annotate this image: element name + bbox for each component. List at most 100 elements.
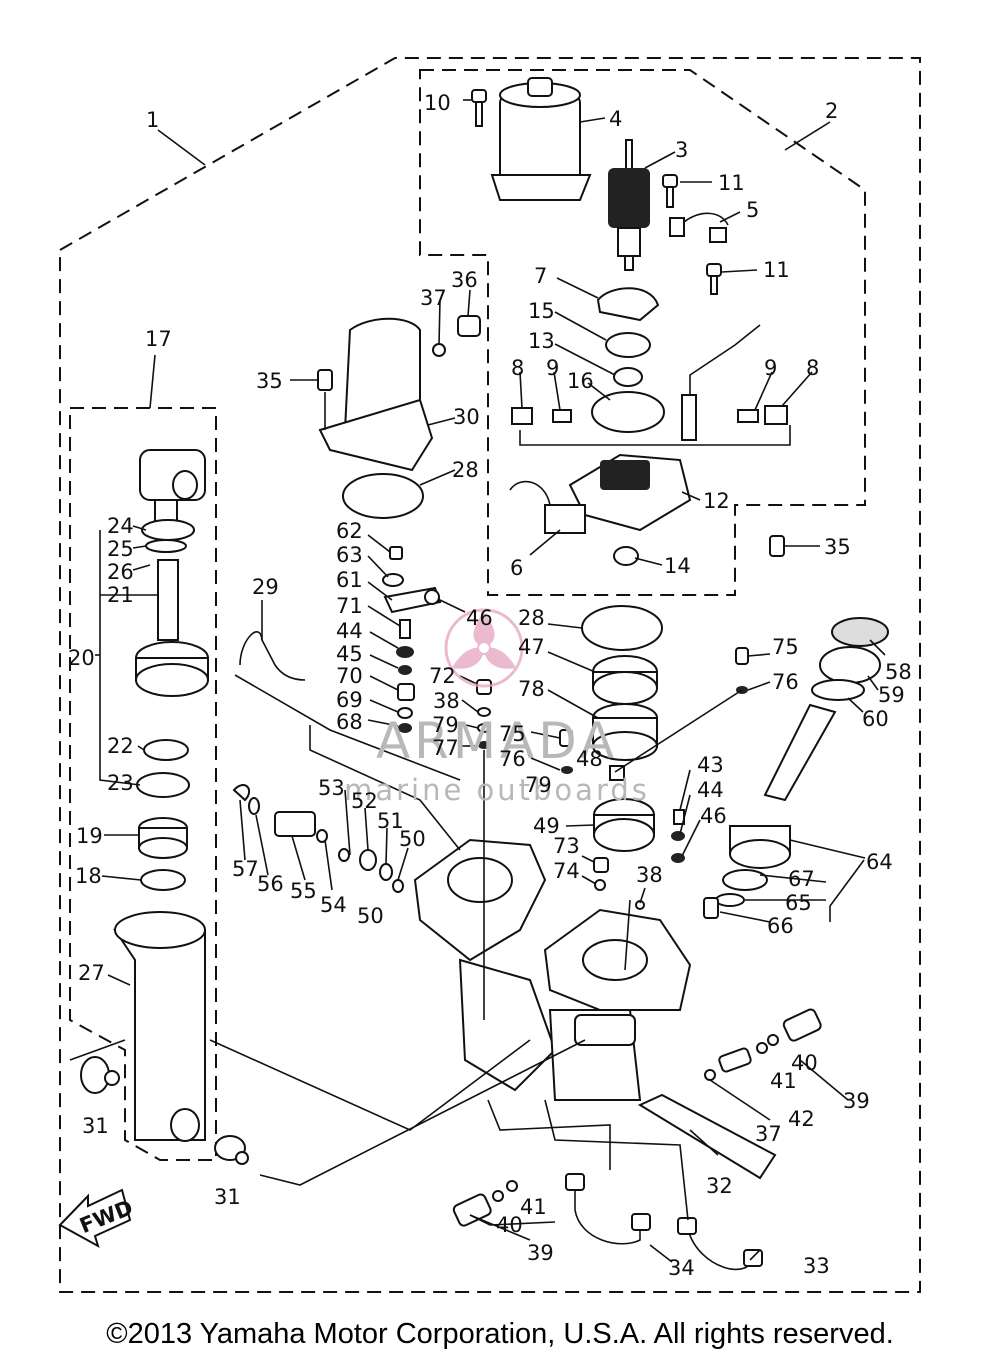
bushing-13 xyxy=(613,367,643,387)
callout: 75 xyxy=(499,722,526,746)
callout: 7 xyxy=(534,264,547,288)
o-ring-16 xyxy=(591,391,665,433)
callout: 16 xyxy=(567,369,594,393)
ring-23 xyxy=(136,772,190,798)
o-ring-37-right xyxy=(704,1069,716,1081)
callout: 41 xyxy=(770,1069,797,1093)
callout: 49 xyxy=(533,814,560,838)
callout: 9 xyxy=(764,356,777,380)
callout: 15 xyxy=(528,299,555,323)
callout: 61 xyxy=(336,568,363,592)
callout: 17 xyxy=(145,327,172,351)
callout: 51 xyxy=(377,809,404,833)
part-44-right xyxy=(671,831,685,841)
callout: 78 xyxy=(518,677,545,701)
callout-labels: 1 2 3 4 5 6 7 8 8 9 9 10 11 11 12 13 14 … xyxy=(68,91,912,1280)
callout: 28 xyxy=(518,606,545,630)
callout: 21 xyxy=(107,583,134,607)
callout: 6 xyxy=(510,556,523,580)
manifold-housing xyxy=(413,838,692,1101)
callout: 55 xyxy=(290,879,317,903)
callout: 79 xyxy=(525,773,552,797)
o-ring-41-left xyxy=(506,1180,518,1192)
callout: 56 xyxy=(257,872,284,896)
copyright-footer: ©2013 Yamaha Motor Corporation, U.S.A. A… xyxy=(106,1318,894,1350)
callout: 69 xyxy=(336,688,363,712)
callout: 57 xyxy=(232,857,259,881)
callout: 14 xyxy=(664,554,691,578)
callout: 53 xyxy=(318,776,345,800)
part-74 xyxy=(594,879,606,891)
callout: 39 xyxy=(527,1241,554,1265)
callout: 43 xyxy=(697,753,724,777)
callout: 45 xyxy=(336,642,363,666)
armature xyxy=(608,139,650,271)
watermark-brand: ARMADA xyxy=(376,712,618,770)
motor-base-12 xyxy=(568,453,692,532)
callout: 20 xyxy=(68,646,95,670)
o-ring-18 xyxy=(140,869,186,891)
hose-29 xyxy=(239,631,306,681)
callout: 5 xyxy=(746,198,759,222)
screw-10 xyxy=(471,89,487,127)
screw-75-right xyxy=(735,647,749,665)
o-ring-65 xyxy=(715,893,745,907)
callout: 52 xyxy=(351,789,378,813)
callout: 35 xyxy=(824,535,851,559)
o-ring-41-right xyxy=(756,1042,768,1054)
callout: 28 xyxy=(452,458,479,482)
ring-67 xyxy=(722,869,768,891)
callout: 46 xyxy=(466,606,493,630)
assembly-outline-17 xyxy=(69,407,217,1161)
callout: 30 xyxy=(453,405,480,429)
filler-plug-36 xyxy=(457,315,481,337)
callout: 37 xyxy=(755,1122,782,1146)
callout: 12 xyxy=(703,489,730,513)
callout: 2 xyxy=(825,99,838,123)
callout: 76 xyxy=(499,747,526,771)
callout: 66 xyxy=(767,914,794,938)
callout: 31 xyxy=(82,1114,109,1138)
spring-9-left xyxy=(552,409,572,423)
callout: 13 xyxy=(528,329,555,353)
callout: 18 xyxy=(75,864,102,888)
callout: 47 xyxy=(518,635,545,659)
callout: 36 xyxy=(451,268,478,292)
callout: 38 xyxy=(636,863,663,887)
callout: 25 xyxy=(107,537,134,561)
callout: 63 xyxy=(336,543,363,567)
callout: 58 xyxy=(885,660,912,684)
callout: 59 xyxy=(878,683,905,707)
callout: 37 xyxy=(420,286,447,310)
callout: 19 xyxy=(76,824,103,848)
tilt-cylinder-rod xyxy=(135,449,209,697)
o-ring-28-upper xyxy=(342,473,424,519)
callout: 40 xyxy=(791,1051,818,1075)
brush-plate xyxy=(596,287,660,322)
callout: 31 xyxy=(214,1185,241,1209)
thermo-switch-6 xyxy=(509,480,586,534)
brush-holder xyxy=(669,212,729,243)
callout: 24 xyxy=(107,514,134,538)
callout: 38 xyxy=(433,689,460,713)
bolt-66 xyxy=(703,897,719,919)
screw-11-lower xyxy=(706,263,722,295)
manual-valve-row xyxy=(232,784,404,893)
assembly-outline-1 xyxy=(59,57,921,1293)
watermark-tagline: marine outboards xyxy=(344,773,650,807)
callout: 50 xyxy=(399,827,426,851)
callout: 75 xyxy=(772,635,799,659)
callout: 71 xyxy=(336,594,363,618)
gear-pump-49 xyxy=(593,798,655,852)
fwd-arrow-icon: FWD xyxy=(58,1188,136,1249)
watermark-logo xyxy=(444,608,524,688)
callout: 44 xyxy=(336,619,363,643)
o-ring-22 xyxy=(143,739,189,761)
callout: 48 xyxy=(576,747,603,771)
callout: 1 xyxy=(146,108,159,132)
bushing-14 xyxy=(613,546,639,566)
callout: 54 xyxy=(320,893,347,917)
assembly-outline-2 xyxy=(419,69,866,596)
o-ring-40-right xyxy=(767,1034,779,1046)
callout: 50 xyxy=(357,904,384,928)
